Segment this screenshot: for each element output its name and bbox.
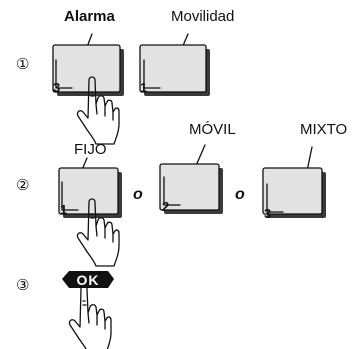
key-number-movilidad: 1 <box>140 80 147 95</box>
pointing-hand-icon <box>68 285 112 349</box>
step-3: ③ OK <box>16 271 114 349</box>
key-button-icon[interactable]: 3 <box>262 167 326 221</box>
key-button-icon[interactable]: 2 <box>159 163 223 214</box>
option-movil-title: MÓVIL <box>189 121 236 138</box>
step-2: ② FIJO 1 o MÓVIL 2 o MIXT <box>16 121 347 267</box>
conjunction-or: o <box>133 186 143 203</box>
conjunction-or: o <box>235 186 245 203</box>
step-1-marker: ① <box>16 55 29 73</box>
step-2-marker: ② <box>16 176 29 194</box>
ok-button-icon[interactable]: OK <box>62 271 114 288</box>
step-3-marker: ③ <box>16 276 29 294</box>
option-fijo-title: FIJO <box>74 141 107 158</box>
ok-button-label: OK <box>77 272 100 288</box>
option-movilidad-title: Movilidad <box>171 8 234 25</box>
key-button-icon[interactable]: 1 <box>58 167 122 218</box>
option-alarma-title: Alarma <box>64 8 116 25</box>
key-number-movil: 2 <box>162 199 169 214</box>
key-number-mixto: 3 <box>264 206 271 221</box>
option-mixto-title: MIXTO <box>300 121 347 138</box>
key-button-icon[interactable]: 1 <box>139 44 210 96</box>
key-number-fijo: 1 <box>60 202 67 217</box>
step-1: ① Alarma 3 Movilidad 1 <box>16 8 234 145</box>
key-button-icon[interactable]: 3 <box>52 44 124 96</box>
key-number-alarma: 3 <box>53 80 60 95</box>
